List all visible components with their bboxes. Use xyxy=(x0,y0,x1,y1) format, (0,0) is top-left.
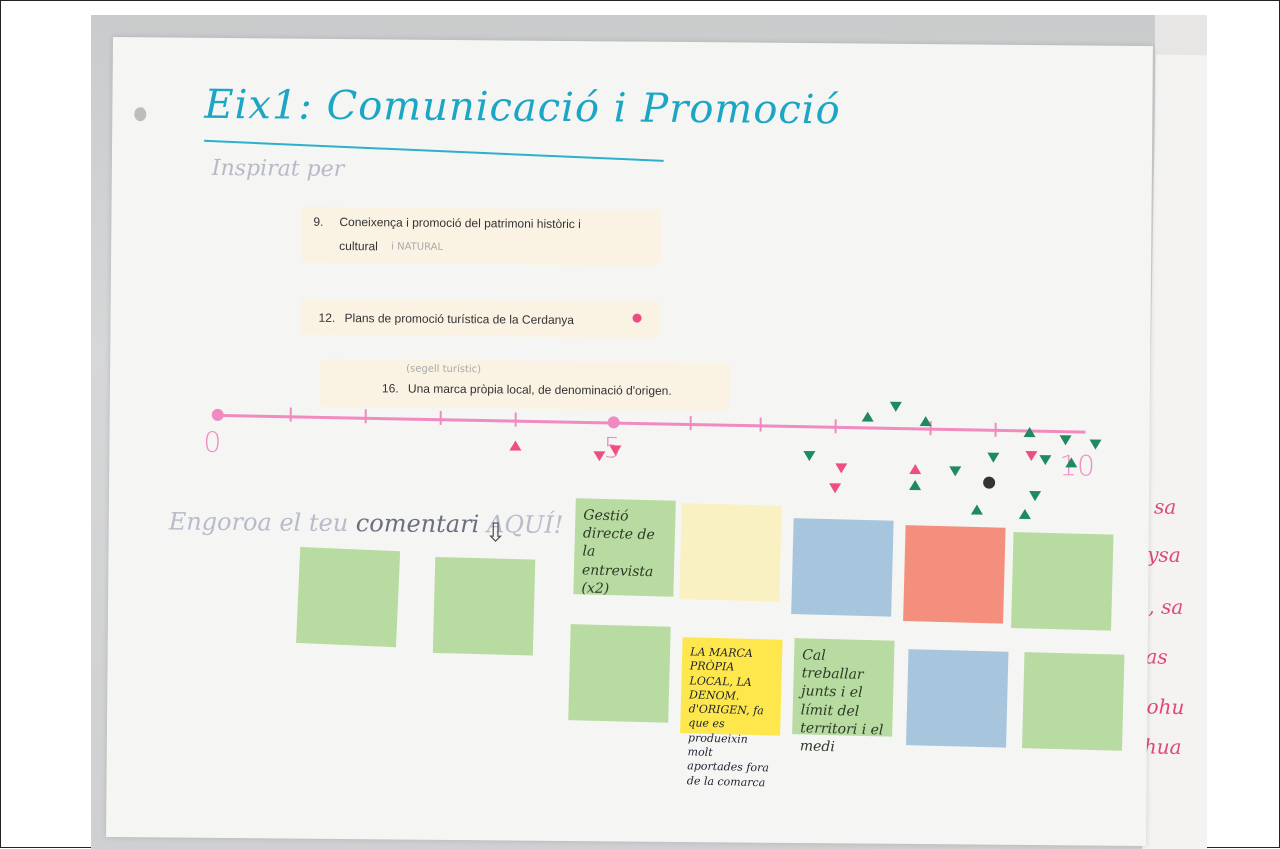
scale-tick xyxy=(514,412,517,427)
sticky-note xyxy=(432,556,536,656)
vote-marker-green xyxy=(1059,435,1072,446)
handwritten-note: i NATURAL xyxy=(391,241,444,253)
vote-marker-green xyxy=(803,451,816,462)
comment-prompt-word: comentari xyxy=(355,509,480,539)
vote-marker-green xyxy=(1028,491,1042,502)
vote-marker-pink xyxy=(609,445,622,456)
scale-dot xyxy=(607,416,620,429)
sticky-note xyxy=(1011,532,1114,631)
scale-tick xyxy=(759,417,762,432)
item-strip-12: 12. Plans de promoció turística de la Ce… xyxy=(300,298,661,338)
item-number: 16. xyxy=(381,381,399,396)
scale-tick xyxy=(289,407,292,422)
vote-marker-pink xyxy=(829,483,842,494)
scale-tick xyxy=(994,422,997,437)
handwritten-note: (segell turístic) xyxy=(406,363,482,376)
sticky-note xyxy=(903,525,1006,624)
item-number: 12. xyxy=(318,310,336,325)
vote-marker-green xyxy=(949,466,962,477)
sticky-note xyxy=(568,624,671,723)
sticky-note xyxy=(1021,652,1125,751)
sticky-note: Gestió directe de la entrevista (x2) xyxy=(573,498,676,597)
vote-marker-green xyxy=(1065,457,1078,468)
vote-marker-green xyxy=(987,452,1000,463)
down-arrow-icon: ⇩ xyxy=(484,518,507,549)
sticky-note xyxy=(296,546,401,648)
item-text: Una marca pròpia local, de denominació d… xyxy=(407,381,672,398)
poster-title: Eix1: Comunicació i Promoció xyxy=(204,81,841,134)
vote-marker-green xyxy=(861,411,874,422)
item-text: Plans de promoció turística de la Cerdan… xyxy=(344,311,575,328)
vote-marker-pink xyxy=(1025,450,1038,462)
photo: sa ysa , sa as ohu hua Eix1: Comunicació… xyxy=(91,15,1207,849)
comment-prompt-prefix: Engoroa el teu xyxy=(168,507,349,538)
vote-marker-green xyxy=(889,401,902,412)
item-strip-9: 9. Coneixença i promoció del patrimoni h… xyxy=(301,206,662,266)
vote-marker-pink xyxy=(835,463,848,474)
item-text: cultural xyxy=(339,238,378,254)
sticky-note: Cal treballar junts i el límit del terri… xyxy=(792,638,895,755)
scale-label-0: 0 xyxy=(203,425,222,459)
scale-tick xyxy=(689,416,692,431)
scale-tick xyxy=(364,409,367,424)
poster-sheet: Eix1: Comunicació i Promoció Inspirat pe… xyxy=(106,37,1153,847)
vote-marker-green xyxy=(909,479,922,491)
vote-marker-green xyxy=(970,504,983,515)
black-dot xyxy=(983,476,996,489)
item-strip-16: (segell turístic) 16. Una marca pròpia l… xyxy=(319,358,731,411)
vote-marker-green xyxy=(919,416,932,427)
vote-marker-pink xyxy=(909,463,922,475)
sticky-note: LA MARCA PRÒPIA LOCAL, LA DENOM. d'ORIGE… xyxy=(680,637,783,789)
vote-marker-green xyxy=(1089,439,1102,450)
inspired-by-label: Inspirat per xyxy=(211,155,345,183)
vote-marker-pink xyxy=(593,451,606,462)
vote-marker-green xyxy=(1018,508,1031,520)
sticky-note xyxy=(791,518,894,617)
scale-tick xyxy=(439,410,442,425)
sticky-note xyxy=(906,649,1009,748)
rating-scale-line xyxy=(215,413,1086,434)
item-number: 9. xyxy=(313,214,324,229)
pink-dot xyxy=(632,313,642,323)
vote-marker-pink xyxy=(509,440,522,451)
item-text: Coneixença i promoció del patrimoni hist… xyxy=(339,214,581,232)
sticky-note xyxy=(679,503,782,602)
scale-tick xyxy=(834,419,837,434)
vote-marker-green xyxy=(1039,455,1052,466)
pin-icon xyxy=(134,107,147,122)
scale-dot xyxy=(211,408,224,421)
vote-marker-green xyxy=(1023,426,1036,438)
